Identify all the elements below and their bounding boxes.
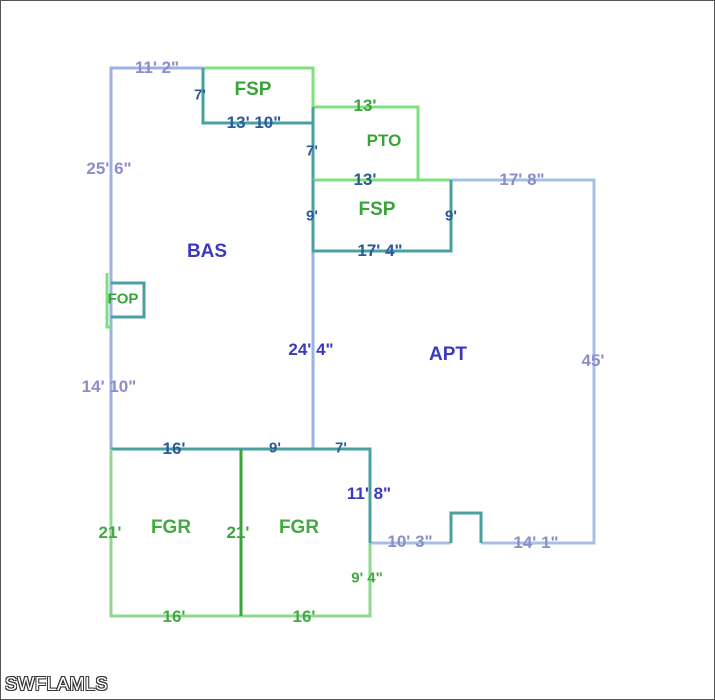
- room-label-pto: PTO: [366, 131, 402, 150]
- dim-apt-bottom-right: 14' 1": [513, 533, 559, 552]
- room-label-fsp-mid: FSP: [358, 199, 396, 220]
- dim-fgr-top-right: 7': [335, 439, 347, 457]
- dim-pto-top: 13': [353, 96, 377, 115]
- apt-wall: [451, 178, 596, 545]
- dim-pto-bottom: 13': [353, 170, 377, 189]
- room-label-fgr-left: FGR: [150, 517, 192, 538]
- room-label-fgr-right: FGR: [278, 517, 320, 538]
- pto-wall: [313, 105, 420, 180]
- fop-shared-wall: [111, 281, 146, 319]
- dim-fgr-top-left: 16': [162, 439, 186, 458]
- dim-fgr-top-mid: 9': [269, 439, 281, 457]
- room-label-apt: APT: [429, 344, 467, 365]
- dim-fsp-mid-right: 9': [445, 207, 457, 225]
- dim-apt-right: 45': [581, 351, 605, 370]
- dim-apt-left-shared: 24' 4": [288, 340, 334, 359]
- room-label-fsp-top: FSP: [234, 79, 272, 100]
- dim-fgr-right-side: 9' 4": [351, 569, 383, 587]
- dim-fsp-mid-left: 9': [306, 207, 318, 225]
- fsp-top-shared-wall: [201, 68, 313, 125]
- dim-bas-left-lower: 14' 10": [81, 377, 137, 396]
- dim-fgr-left-side: 21': [98, 523, 122, 542]
- dim-fgr-mid-side: 21': [226, 523, 250, 542]
- dim-pto-left: 7': [306, 142, 318, 160]
- apt-step-notch: [449, 511, 483, 543]
- room-label-bas: BAS: [186, 241, 228, 262]
- dim-fgr-bottom-right: 16': [292, 607, 316, 626]
- dim-fsp-top-bottom: 13' 10": [226, 113, 282, 132]
- dim-apt-bottom-left: 10' 3": [387, 532, 433, 551]
- dim-apt-top: 17' 8": [499, 170, 545, 189]
- dim-apt-step: 11' 8": [346, 484, 392, 503]
- dim-bas-left-upper: 25' 6": [86, 159, 132, 178]
- dim-bas-top: 11' 2": [134, 58, 180, 77]
- dim-fsp-mid-bottom: 17' 4": [357, 241, 403, 260]
- room-label-fop: FOP: [107, 290, 139, 308]
- bas-wall: [109, 66, 203, 449]
- fgr-top-shared-wall: [111, 447, 372, 543]
- fop-wall: [105, 273, 111, 329]
- watermark-text: SWFLAMLS: [5, 674, 109, 694]
- dim-fgr-bottom-left: 16': [162, 607, 186, 626]
- fsp-top-wall: [203, 66, 315, 107]
- dim-fsp-top-left: 7': [194, 86, 206, 104]
- fsp-mid-wall: [311, 180, 453, 253]
